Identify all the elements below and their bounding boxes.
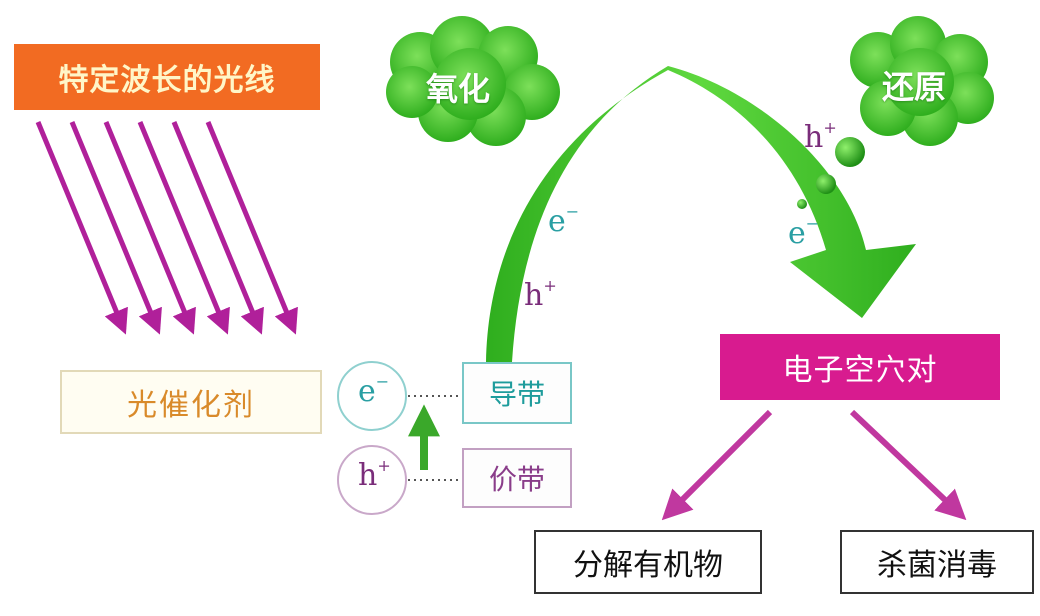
light-ray <box>171 121 264 335</box>
arc-electron-reduction: e− <box>788 214 820 251</box>
bubble-small <box>797 199 807 209</box>
light-ray <box>69 121 162 335</box>
bubble-large <box>835 137 865 167</box>
electron-hole-pair-label: 电子空穴对 <box>782 353 938 388</box>
valence-band-label: 价带 <box>488 463 545 496</box>
bubble-medium <box>816 174 836 194</box>
electron-circle <box>337 361 407 431</box>
arrow-to-sterilize <box>849 409 967 521</box>
oxidation-cloud <box>386 16 560 146</box>
conduction-band-box: 导带 <box>462 362 572 424</box>
arc-electron-oxidation: e− <box>548 202 580 239</box>
decompose-organic-label: 分解有机物 <box>573 548 723 583</box>
catalyst-box: 光催化剂 <box>60 370 322 434</box>
sterilize-label: 杀菌消毒 <box>877 548 997 583</box>
arrow-to-organic <box>661 409 773 521</box>
light-ray <box>103 121 196 335</box>
reduction-cloud <box>850 16 994 146</box>
hole-circle <box>337 445 407 515</box>
hole-symbol: h+ <box>358 456 391 493</box>
oxidation-label: 氧化 <box>426 70 491 108</box>
arc-hole-reduction: h+ <box>804 118 837 155</box>
redox-arc-arrow <box>486 66 916 362</box>
valence-band-box: 价带 <box>462 448 572 508</box>
reduction-label: 还原 <box>882 68 947 106</box>
catalyst-label: 光催化剂 <box>127 388 255 423</box>
light-label-box: 特定波长的光线 <box>14 44 320 110</box>
light-ray <box>205 121 298 335</box>
sterilize-box: 杀菌消毒 <box>840 530 1034 594</box>
electron-symbol: e− <box>358 372 390 409</box>
arc-hole-oxidation: h+ <box>524 276 557 313</box>
light-label: 特定波长的光线 <box>58 63 276 98</box>
light-rays <box>35 121 298 335</box>
light-ray <box>35 121 128 335</box>
light-ray <box>137 121 230 335</box>
decompose-organic-box: 分解有机物 <box>534 530 762 594</box>
conduction-band-label: 导带 <box>488 378 545 411</box>
electron-hole-pair-box: 电子空穴对 <box>720 334 1000 400</box>
